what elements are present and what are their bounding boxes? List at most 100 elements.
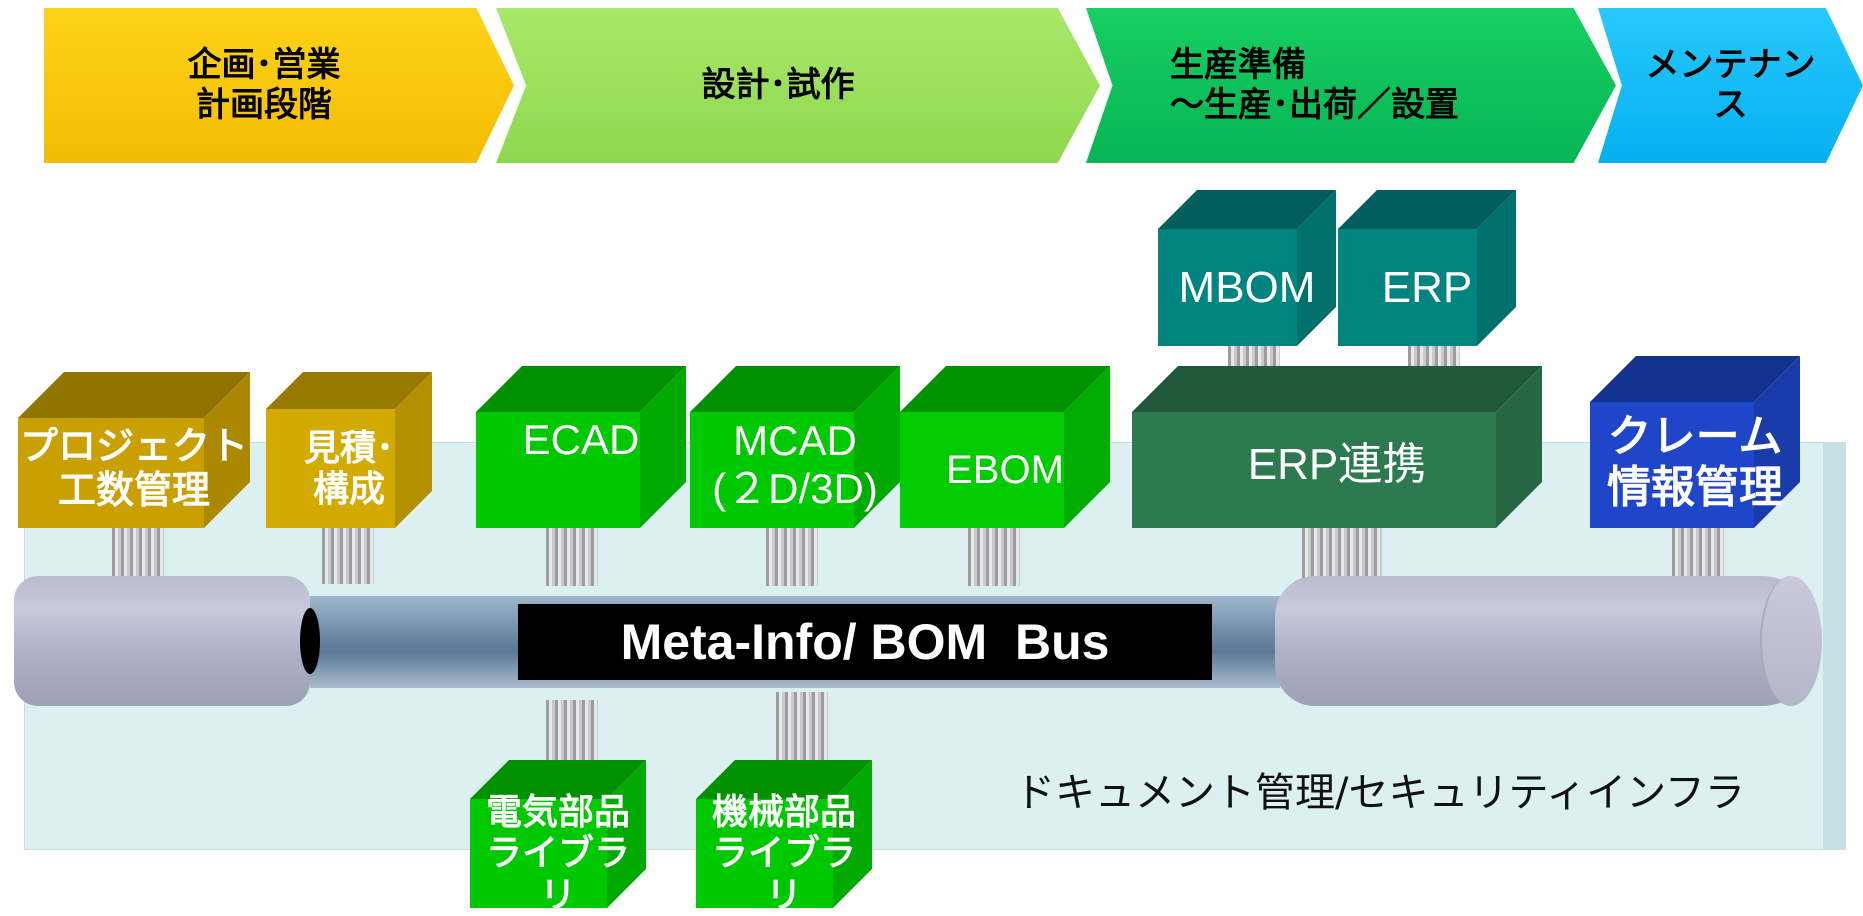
box-front-face	[1132, 412, 1496, 528]
phase-planning: 企画･営業 計画段階	[44, 8, 514, 163]
connector-mbom	[1228, 346, 1280, 368]
connector-erp	[1408, 346, 1460, 368]
module-mech-lib	[696, 760, 872, 908]
module-estimate-line1: 見積･	[303, 427, 394, 469]
bus-pipe-left	[14, 576, 310, 706]
box-top-face	[476, 366, 686, 412]
box-side-face	[833, 760, 872, 908]
phase-maintenance: メンテナンス	[1598, 8, 1863, 163]
box-top-face	[900, 366, 1110, 412]
module-project	[18, 372, 250, 528]
box-side-face	[854, 366, 900, 528]
box-top-face	[696, 760, 872, 799]
bus-pipe-right	[1275, 576, 1821, 706]
module-project-line2: 工数管理	[57, 468, 210, 512]
box-shape	[900, 366, 1110, 528]
phase-production: 生産準備 ～生産･出荷／設置	[1086, 8, 1616, 163]
box-side-face	[1754, 356, 1800, 528]
box-front-face	[266, 409, 395, 528]
module-mcad	[690, 366, 900, 528]
phase-production-line2: ～生産･出荷／設置	[1170, 84, 1459, 125]
module-mcad-line1: MCAD	[733, 416, 857, 464]
module-mcad-line2: (２D/3D)	[712, 465, 878, 512]
module-mbom	[1158, 190, 1336, 346]
module-ebom-label: EBOM	[900, 430, 1110, 510]
module-estimate	[266, 372, 432, 528]
module-erp-link-label: ERP連携	[1132, 420, 1542, 510]
module-claims-line2: 情報管理	[1607, 462, 1783, 513]
box-top-face	[1590, 356, 1800, 402]
box-side-face	[1496, 366, 1542, 528]
module-claims-line1: クレーム	[1607, 411, 1783, 463]
box-front-face	[696, 799, 833, 908]
bus-pipe-opening	[300, 608, 320, 674]
bus-label: Meta-Info/ BOM Bus	[620, 614, 1110, 670]
connector-mech-lib	[776, 692, 828, 762]
module-mech-lib-label: 機械部品 ライブラリ	[696, 792, 872, 916]
module-ebom	[900, 366, 1110, 528]
box-front-face	[690, 412, 854, 528]
box-side-face	[1064, 366, 1110, 528]
box-top-face	[18, 372, 250, 418]
connector-estimate	[322, 524, 374, 584]
box-front-face	[1338, 229, 1477, 346]
module-estimate-line2: 構成	[312, 469, 385, 510]
box-front-face	[900, 412, 1064, 528]
module-mcad-label: MCAD (２D/3D)	[690, 402, 900, 528]
box-shape	[18, 372, 250, 528]
box-front-face	[1590, 402, 1754, 528]
phase-maintenance-label: メンテナンス	[1645, 45, 1816, 125]
box-side-face	[640, 366, 686, 528]
phase-production-line1: 生産準備	[1170, 45, 1306, 86]
module-erp-label: ERP	[1338, 250, 1516, 326]
module-erp-text: ERP	[1381, 262, 1473, 312]
phase-planning-line2: 計画段階	[196, 84, 332, 125]
connector-elec-lib	[546, 700, 598, 762]
connector-ebom	[968, 526, 1020, 586]
box-top-face	[1158, 190, 1336, 229]
box-top-face	[266, 372, 432, 409]
module-mech-lib-line1: 機械部品	[711, 791, 856, 833]
box-top-face	[1132, 366, 1542, 412]
module-erp-link	[1132, 366, 1542, 528]
module-mech-lib-line2: ライブラリ	[711, 833, 856, 916]
box-top-face	[470, 760, 646, 799]
infrastructure-platform-side	[1824, 442, 1846, 850]
module-claims	[1590, 356, 1800, 528]
box-shape	[696, 760, 872, 908]
box-front-face	[18, 418, 204, 528]
phase-design-label: 設計･試作	[701, 64, 855, 105]
module-ecad-label: ECAD	[476, 400, 686, 480]
connector-ecad	[546, 526, 598, 586]
box-shape	[476, 366, 686, 528]
module-ecad-text: ECAD	[522, 415, 640, 463]
box-shape	[1132, 366, 1542, 528]
module-ecad	[476, 366, 686, 528]
module-mbom-text: MBOM	[1178, 262, 1316, 312]
box-side-face	[395, 372, 432, 528]
phase-design: 設計･試作	[496, 8, 1100, 163]
box-front-face	[1158, 229, 1297, 346]
box-shape	[690, 366, 900, 528]
module-elec-lib-label: 電気部品 ライブラリ	[470, 792, 646, 916]
module-erp	[1338, 190, 1516, 346]
box-front-face	[470, 799, 607, 908]
box-top-face	[1338, 190, 1516, 229]
module-elec-lib-line1: 電気部品	[485, 791, 630, 833]
module-elec-lib-line2: ライブラリ	[485, 833, 630, 916]
module-project-label: プロジェクト 工数管理	[18, 410, 250, 528]
box-side-face	[1297, 190, 1336, 346]
box-shape	[1590, 356, 1800, 528]
infrastructure-label: ドキュメント管理/セキュリティインフラ	[1015, 770, 1745, 816]
box-shape	[1158, 190, 1336, 346]
box-shape	[470, 760, 646, 908]
box-shape	[1338, 190, 1516, 346]
box-top-face	[690, 366, 900, 412]
bus-label-bar: Meta-Info/ BOM Bus	[518, 604, 1212, 680]
module-project-line1: プロジェクト	[19, 424, 248, 469]
module-ebom-text: EBOM	[946, 448, 1064, 492]
phase-planning-line1: 企画･営業	[187, 45, 341, 86]
connector-project	[112, 524, 164, 584]
box-side-face	[204, 372, 250, 528]
